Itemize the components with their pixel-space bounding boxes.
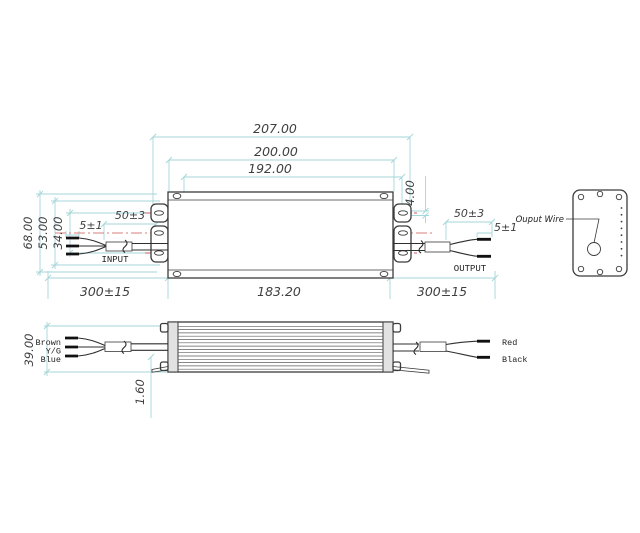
dim-hole-span-lines (180, 173, 406, 212)
wire-label-brown: Brown (35, 338, 61, 348)
dim-plate-thickness: 1.60 (133, 379, 147, 405)
bottom-input-wiring (65, 336, 168, 358)
gland-label: Ouput Wire (516, 215, 564, 225)
gland-leader-line (566, 218, 600, 244)
output-label: OUTPUT (454, 264, 487, 274)
bottom-output-ferrule (419, 341, 447, 352)
end-screw-3 (615, 193, 623, 201)
heatsink-fins (178, 325, 383, 370)
bottom-input-break (121, 340, 127, 355)
bracket-left-slot-2 (154, 230, 164, 236)
bottomview-endcap-right (382, 321, 394, 373)
bracket-left-slot-1 (154, 210, 164, 216)
dim-height-mid: 53.00 (36, 217, 50, 250)
end-view (566, 189, 628, 277)
wire-label-red: Red (502, 338, 517, 348)
bottom-input-cable (131, 343, 168, 351)
output-ferrule (424, 241, 451, 253)
dim-height-outer: 68.00 (21, 217, 35, 250)
bottom-output-break (413, 341, 419, 356)
dim-overall-lines (149, 133, 414, 205)
corner-screw-tr (379, 192, 389, 200)
output-wiring (393, 237, 491, 258)
dim-slot-width: 4.00 (403, 180, 417, 206)
wire-label-blue: Blue (41, 355, 61, 365)
dim-input-tip: 5±1 (79, 219, 102, 232)
dim-body-length: 200.00 (254, 144, 298, 159)
annotations: 207.00 200.00 192.00 4.00 68.00 53.00 34… (21, 121, 564, 405)
dim-body-length-lines (165, 156, 398, 191)
enclosure-body (167, 191, 394, 279)
bottom-view (65, 321, 490, 374)
wire-label-black: Black (502, 355, 528, 365)
dim-input-cable-length: 300±15 (80, 284, 130, 299)
corner-screw-bl (172, 270, 182, 278)
tab-top-left (159, 322, 169, 333)
bottom-output-wiring (393, 339, 490, 359)
input-cable-break (122, 239, 128, 254)
dim-overall-length: 207.00 (253, 121, 297, 136)
dim-output-tip: 5±1 (494, 221, 517, 234)
input-wire-fork (78, 237, 107, 255)
bracket-left-slot-3 (154, 250, 164, 256)
bottomview-body (167, 321, 394, 373)
bottom-input-ferrule (104, 341, 132, 352)
dim-input-strip-lines (100, 220, 160, 240)
bracket-right-slot-2 (398, 230, 408, 236)
cable-gland-hole (587, 242, 601, 256)
dim-bottomview-height: 39.00 (22, 334, 36, 367)
input-wiring (66, 236, 168, 256)
dim-slot-width-lines (404, 176, 429, 223)
dim-output-tip-lines (476, 226, 493, 237)
dim-input-strip: 50±3 (115, 209, 145, 222)
input-wire-tips (66, 236, 79, 256)
dim-hole-span: 192.00 (248, 161, 292, 176)
mount-flange-left (151, 366, 169, 373)
dim-height-outer-lines (36, 190, 157, 276)
dim-output-cable-length: 300±15 (417, 284, 467, 299)
mounting-bracket-left (150, 203, 169, 263)
end-screw-4 (577, 265, 585, 273)
end-screw-5 (596, 268, 604, 276)
output-cable (393, 242, 425, 252)
wire-label-yg: Y/G (46, 347, 61, 357)
enclosure-lid-edges (168, 199, 393, 271)
end-screw-1 (577, 193, 585, 201)
dim-height-inner: 34.00 (51, 217, 65, 250)
output-wire-fork (449, 238, 478, 257)
bottom-input-fork (77, 337, 106, 357)
mount-flange-right (392, 366, 430, 374)
dim-plate-thickness-lines (147, 353, 155, 418)
corner-screw-br (379, 270, 389, 278)
bottomview-endcap-left (167, 321, 179, 373)
end-screw-6 (615, 265, 623, 273)
bracket-right-slot-3 (398, 250, 408, 256)
tab-top-right (392, 322, 402, 333)
input-ferrule (105, 241, 133, 252)
output-wire-tips (477, 237, 491, 258)
corner-screw-tl (172, 192, 182, 200)
output-cable-break (418, 240, 424, 254)
input-cable (132, 242, 168, 251)
top-view (66, 191, 491, 279)
bottom-output-fork (445, 340, 478, 358)
bracket-right-slot-1 (398, 210, 408, 216)
dim-bottomview-height-lines (43, 322, 168, 376)
input-label: INPUT (101, 255, 129, 265)
dim-output-strip: 50±3 (454, 207, 484, 220)
end-view-outline (572, 189, 628, 277)
mounting-bracket-right (393, 203, 412, 263)
bottom-input-tips (65, 336, 78, 358)
dim-output-strip-lines (442, 218, 496, 240)
tab-bottom-left (159, 361, 169, 372)
end-edge-dots (620, 207, 623, 257)
dim-center-length: 183.20 (257, 284, 301, 299)
end-screw-2 (596, 190, 604, 198)
bottom-output-tips (477, 339, 490, 359)
